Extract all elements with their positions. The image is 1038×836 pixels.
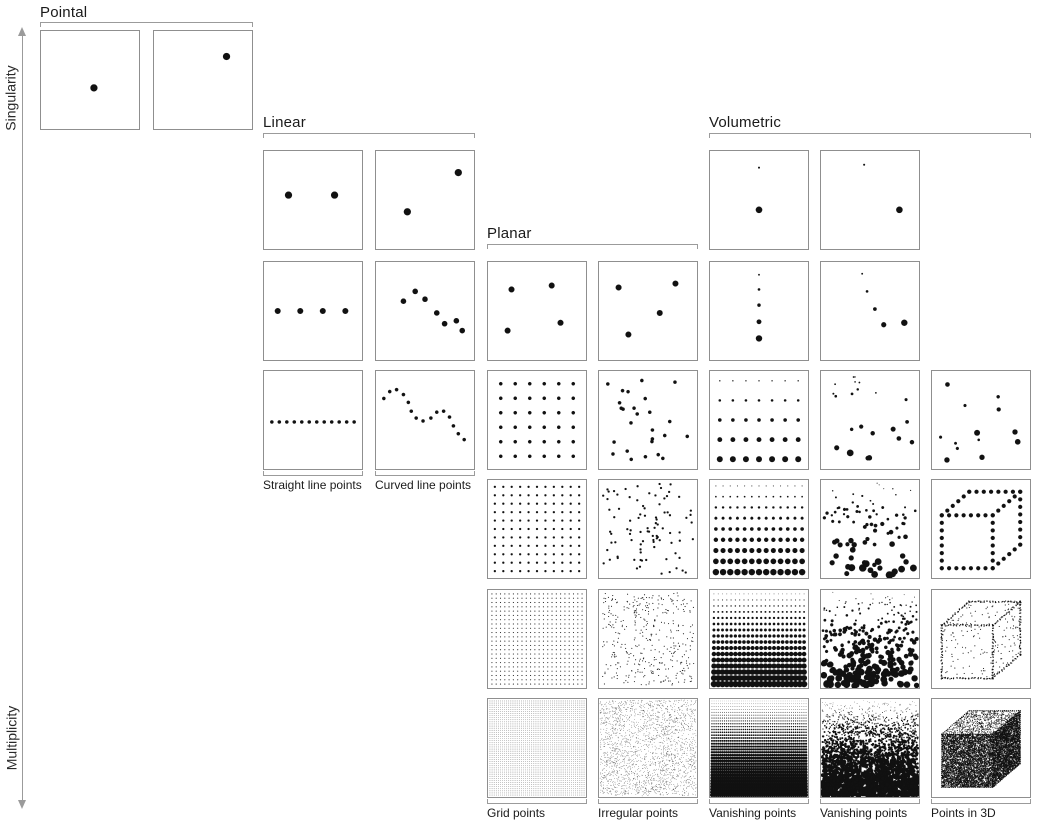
bracket-planar xyxy=(487,244,698,249)
caption-points-in-3d: Points in 3D xyxy=(931,806,996,820)
cell-volumetric-5a xyxy=(709,589,809,689)
cell-pattern-volumetric-5a xyxy=(710,590,808,688)
axis-arrow-down-icon xyxy=(18,800,26,809)
axis-line xyxy=(22,36,23,800)
cell-pattern-volumetric-4a xyxy=(710,480,808,578)
cell-pattern-volumetric-3b xyxy=(821,371,919,469)
cell-planar-4a xyxy=(487,589,587,689)
cell-volumetric-3b xyxy=(820,370,920,470)
cell-volumetric-4b xyxy=(820,479,920,579)
cell-pattern-volumetric-6b xyxy=(821,699,919,797)
cell-planar-5b xyxy=(598,698,698,798)
underbracket-straight-line-points xyxy=(263,471,363,476)
underbracket-points-in-3d xyxy=(931,799,1031,804)
cell-volumetric-1b xyxy=(820,150,920,250)
caption-vanishing-points-1: Vanishing points xyxy=(709,806,797,820)
cell-points3d-3 xyxy=(931,589,1031,689)
cell-pattern-linear-2a xyxy=(264,262,362,360)
section-label-volumetric: Volumetric xyxy=(709,114,782,131)
cell-pattern-planar-2b xyxy=(599,371,697,469)
cell-pointal-2 xyxy=(153,30,253,130)
cell-planar-2a xyxy=(487,370,587,470)
underbracket-grid-points xyxy=(487,799,587,804)
cell-pattern-planar-5b xyxy=(599,699,697,797)
cell-pattern-planar-3a xyxy=(488,480,586,578)
underbracket-irregular-points xyxy=(598,799,698,804)
bracket-pointal xyxy=(40,22,253,27)
cell-volumetric-5b xyxy=(820,589,920,689)
cell-pattern-volumetric-2a xyxy=(710,262,808,360)
cell-pattern-linear-1b xyxy=(376,151,474,249)
cell-pointal-1 xyxy=(40,30,140,130)
cell-volumetric-6a xyxy=(709,698,809,798)
cell-planar-1a xyxy=(487,261,587,361)
cell-pattern-planar-5a xyxy=(488,699,586,797)
caption-irregular-points: Irregular points xyxy=(598,806,679,820)
axis-label-multiplicity-wrap: Multiplicity xyxy=(2,680,20,795)
cell-volumetric-2a xyxy=(709,261,809,361)
underbracket-curved-line-points xyxy=(375,471,475,476)
cell-volumetric-1a xyxy=(709,150,809,250)
cell-pattern-linear-1a xyxy=(264,151,362,249)
cell-volumetric-4a xyxy=(709,479,809,579)
cell-pattern-volumetric-5b xyxy=(821,590,919,688)
cell-pattern-volumetric-3a xyxy=(710,371,808,469)
caption-grid-points: Grid points xyxy=(487,806,546,820)
section-label-linear: Linear xyxy=(263,114,306,131)
cell-pattern-points3d-3 xyxy=(932,590,1030,688)
cell-pattern-points3d-4 xyxy=(932,699,1030,797)
cell-pattern-linear-3b xyxy=(376,371,474,469)
section-label-pointal: Pointal xyxy=(40,4,88,21)
cell-pattern-volumetric-1a xyxy=(710,151,808,249)
cell-volumetric-3a xyxy=(709,370,809,470)
cell-volumetric-6b xyxy=(820,698,920,798)
cell-linear-1a xyxy=(263,150,363,250)
cell-planar-5a xyxy=(487,698,587,798)
cell-pattern-planar-1b xyxy=(599,262,697,360)
cell-planar-3b xyxy=(598,479,698,579)
cell-points3d-2 xyxy=(931,479,1031,579)
cell-pattern-pointal-1 xyxy=(41,31,139,129)
section-label-planar: Planar xyxy=(487,225,532,242)
cell-pattern-planar-2a xyxy=(488,371,586,469)
cell-linear-1b xyxy=(375,150,475,250)
cell-linear-2b xyxy=(375,261,475,361)
underbracket-vanishing-points-1 xyxy=(709,799,809,804)
cell-planar-2b xyxy=(598,370,698,470)
cell-pattern-points3d-1 xyxy=(932,371,1030,469)
cell-pattern-volumetric-4b xyxy=(821,480,919,578)
underbracket-vanishing-points-2 xyxy=(820,799,920,804)
cell-planar-1b xyxy=(598,261,698,361)
cell-linear-3b xyxy=(375,370,475,470)
caption-vanishing-points-2: Vanishing points xyxy=(820,806,908,820)
cell-pattern-planar-4b xyxy=(599,590,697,688)
cell-pattern-pointal-2 xyxy=(154,31,252,129)
cell-pattern-linear-2b xyxy=(376,262,474,360)
cell-pattern-planar-1a xyxy=(488,262,586,360)
cell-planar-4b xyxy=(598,589,698,689)
bracket-linear xyxy=(263,133,475,138)
cell-volumetric-2b xyxy=(820,261,920,361)
bracket-volumetric xyxy=(709,133,1031,138)
cell-linear-2a xyxy=(263,261,363,361)
axis-arrow-up-icon xyxy=(18,27,26,36)
axis-label-singularity-wrap: Singularity xyxy=(2,45,20,150)
cell-points3d-4 xyxy=(931,698,1031,798)
cell-planar-3a xyxy=(487,479,587,579)
cell-pattern-points3d-2 xyxy=(932,480,1030,578)
cell-pattern-volumetric-1b xyxy=(821,151,919,249)
caption-curved-line-points: Curved line points xyxy=(375,478,472,492)
axis-label-multiplicity: Multiplicity xyxy=(3,705,20,770)
cell-pattern-volumetric-2b xyxy=(821,262,919,360)
cell-pattern-volumetric-6a xyxy=(710,699,808,797)
axis-label-singularity: Singularity xyxy=(3,64,19,131)
cell-linear-3a xyxy=(263,370,363,470)
cell-pattern-planar-4a xyxy=(488,590,586,688)
cell-pattern-planar-3b xyxy=(599,480,697,578)
caption-straight-line-points: Straight line points xyxy=(263,478,362,492)
cell-pattern-linear-3a xyxy=(264,371,362,469)
cell-points3d-1 xyxy=(931,370,1031,470)
